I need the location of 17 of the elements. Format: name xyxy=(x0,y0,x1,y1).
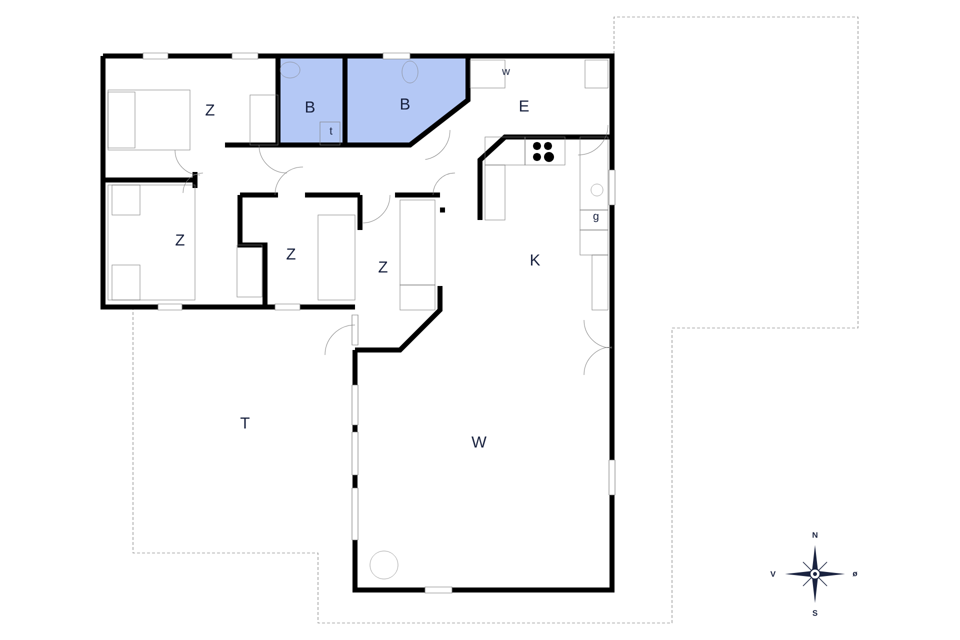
fixture-label: g xyxy=(593,214,598,222)
room-label: Z xyxy=(206,104,214,116)
room-label: Z xyxy=(286,248,296,260)
room-label: Z xyxy=(176,234,184,246)
fixture-label: w xyxy=(502,69,510,75)
compass-letter: V xyxy=(770,571,776,577)
room-label: T xyxy=(240,418,250,428)
room-label: W xyxy=(472,436,486,448)
room-label: K xyxy=(531,254,540,266)
compass-letter: N xyxy=(812,532,818,538)
room-label: B xyxy=(306,102,314,112)
room-label: B xyxy=(401,98,410,110)
room-label: E xyxy=(520,100,529,112)
fixture-label: t xyxy=(330,127,332,135)
compass-letter: ø xyxy=(852,572,858,576)
room-label: Z xyxy=(378,262,388,272)
compass-letter: S xyxy=(812,610,818,616)
